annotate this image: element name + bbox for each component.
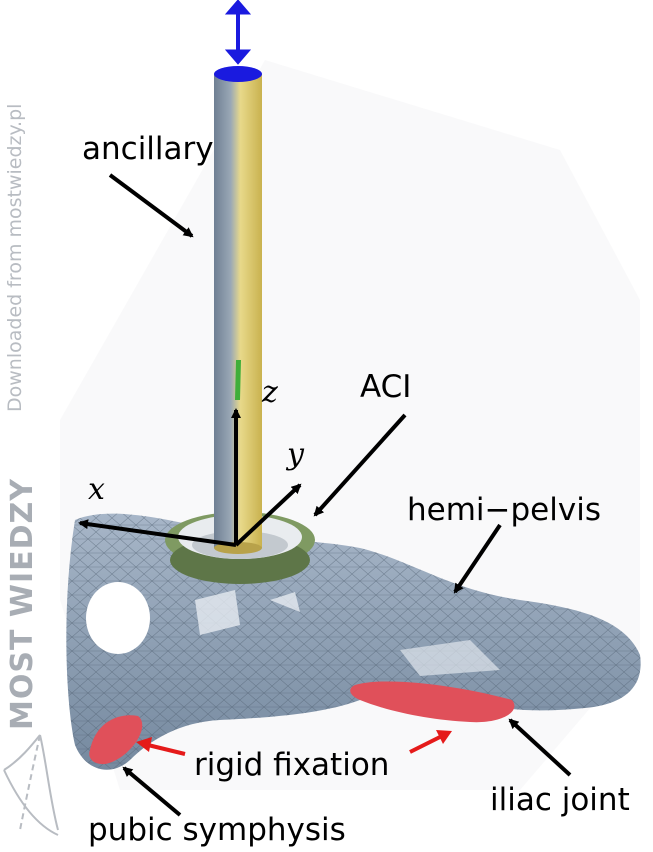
label-rigid-fixation: rigid fixation [194,750,389,781]
watermark-brand-text: MOST WIEDZY [8,478,38,730]
label-hemi-pelvis: hemi−pelvis [407,495,601,526]
axis-label-x: x [88,475,105,505]
axis-label-z: z [262,378,278,408]
label-aci: ACI [360,372,411,403]
label-pubic-symphysis: pubic symphysis [88,815,346,846]
watermark-logo [4,735,58,835]
label-iliac-joint: iliac joint [490,785,630,816]
axis-label-y: y [287,440,304,470]
obturator-foramen [86,582,150,654]
watermark-download-text: Downloaded from mostwiedzy.pl [6,104,25,412]
ancillary-arrow [110,175,192,236]
rod-top-cap [214,66,262,82]
label-ancillary: ancillary [82,134,214,165]
load-arrow [226,0,250,64]
